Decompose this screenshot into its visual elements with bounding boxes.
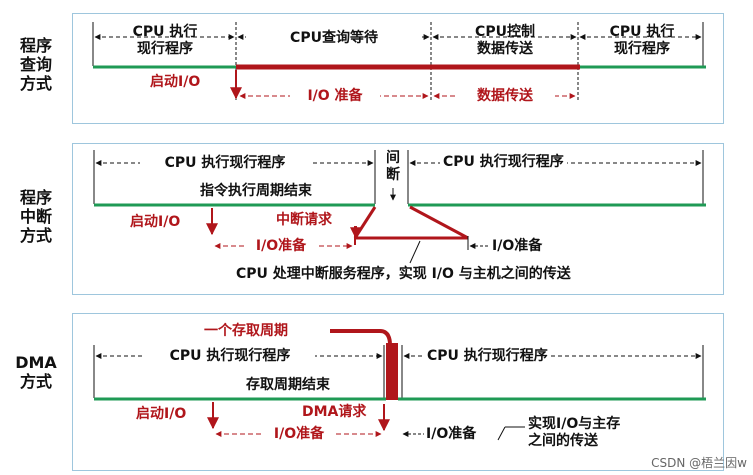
interrupt-request-label: 中断请求 <box>276 212 332 228</box>
interrupt-io-prepare-left: I/O准备 <box>246 238 316 255</box>
interrupt-cpu-exec-left: CPU 执行现行程序 <box>140 155 310 172</box>
dma-request-label: DMA请求 <box>302 404 367 420</box>
dma-cpu-exec-left: CPU 执行现行程序 <box>145 348 315 365</box>
polling-data-transfer-label: 数据传送 <box>455 88 555 105</box>
dma-transfer-note: 实现I/O与主存 之间的传送 <box>528 416 621 449</box>
interrupt-break-label: 间 断 <box>386 150 400 183</box>
dma-cpu-exec-right: CPU 执行现行程序 <box>424 348 551 365</box>
interrupt-cpu-exec-right: CPU 执行现行程序 <box>440 154 567 171</box>
polling-seg-cpu-wait: CPU查询等待 <box>246 30 422 47</box>
interrupt-timeline <box>93 150 706 264</box>
polling-seg-cpu-exec: CPU 执行 现行程序 <box>132 24 198 57</box>
watermark: CSDN @梧兰因w <box>651 456 747 470</box>
dma-side-label: DMA 方式 <box>15 353 57 391</box>
instr-cycle-end-label: 指令执行周期结束 <box>200 183 312 199</box>
dma-start-io-label: 启动I/O <box>136 406 187 422</box>
polling-seg-cpu-exec-2: CPU 执行 现行程序 <box>609 24 675 57</box>
interrupt-start-io-label: 启动I/O <box>130 214 181 230</box>
dma-access-cycle-end-label: 存取周期结束 <box>246 377 330 393</box>
dma-io-prepare-right: I/O准备 <box>426 426 477 442</box>
interrupt-side-label: 程序 中断 方式 <box>19 188 52 245</box>
polling-side-label: 程序 查询 方式 <box>19 36 52 93</box>
interrupt-service-note: CPU 处理中断服务程序，实现 I/O 与主机之间的传送 <box>236 266 571 282</box>
polling-seg-cpu-transfer: CPU控制 数据传送 <box>475 24 535 57</box>
polling-io-prepare-label: I/O 准备 <box>290 88 380 105</box>
dma-io-prepare-left: I/O准备 <box>262 426 336 443</box>
polling-start-io-label: 启动I/O <box>150 74 201 90</box>
dma-access-cycle-label: 一个存取周期 <box>204 323 288 339</box>
interrupt-io-prepare-right: I/O准备 <box>492 238 543 254</box>
